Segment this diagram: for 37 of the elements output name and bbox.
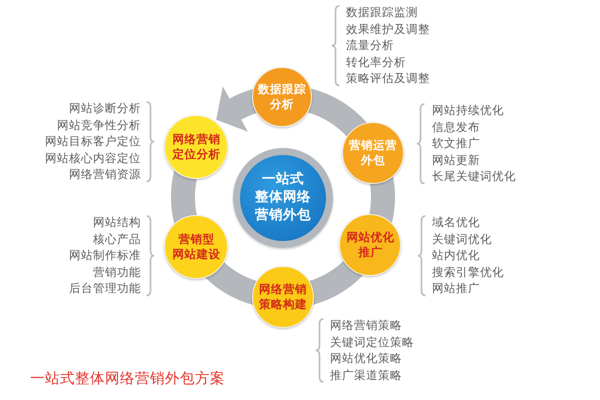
list-item: 推广渠道策略 [330, 366, 402, 382]
list-item: 网站持续优化 [432, 102, 504, 118]
step-circle: 网站优化推广 [339, 214, 402, 276]
center-circle: 一站式整体网络营销外包 [233, 148, 333, 248]
step-circle: 网络营销定位分析 [164, 115, 228, 179]
list-item: 网站更新 [432, 152, 480, 168]
step-circle: 营销运营外包 [342, 122, 404, 184]
list-item: 效果维护及调整 [346, 20, 430, 36]
list-item: 域名优化 [432, 214, 480, 230]
list-item: 信息发布 [432, 118, 480, 134]
list-item: 后台管理功能 [69, 280, 141, 296]
list-item: 软文推广 [432, 135, 480, 151]
list-item: 网站核心内容定位 [45, 150, 141, 166]
list-item: 流量分析 [346, 37, 394, 53]
list-item: 关键词定位策略 [330, 334, 414, 350]
list-item: 核心产品 [93, 230, 141, 246]
list-item: 网站制作标准 [69, 247, 141, 263]
caption: 一站式整体网络营销外包方案 [30, 370, 225, 388]
list-item: 转化率分析 [346, 54, 406, 70]
list-item: 策略评估及调整 [346, 70, 430, 86]
list-item: 网站诊断分析 [69, 100, 141, 116]
list-item: 网站结构 [93, 214, 141, 230]
list-item: 数据跟踪监测 [346, 4, 418, 20]
list-item: 网站竞争性分析 [57, 116, 141, 132]
list-item: 网络营销资源 [69, 166, 141, 182]
step-circle: 数据跟踪分析 [252, 67, 312, 127]
list-item: 网络营销策略 [330, 317, 402, 333]
list-item: 关键词优化 [432, 230, 492, 246]
list-item: 营销功能 [93, 264, 141, 280]
step-circle: 网络营销策略构建 [252, 266, 314, 328]
list-item: 网站目标客户定位 [45, 133, 141, 149]
list-item: 长尾关键词优化 [432, 168, 516, 184]
list-item: 站内优化 [432, 247, 480, 263]
list-item: 搜索引擎优化 [432, 264, 504, 280]
list-item: 网站优化策略 [330, 350, 402, 366]
step-circle: 营销型网站建设 [164, 215, 228, 279]
list-item: 网站推广 [432, 280, 480, 296]
